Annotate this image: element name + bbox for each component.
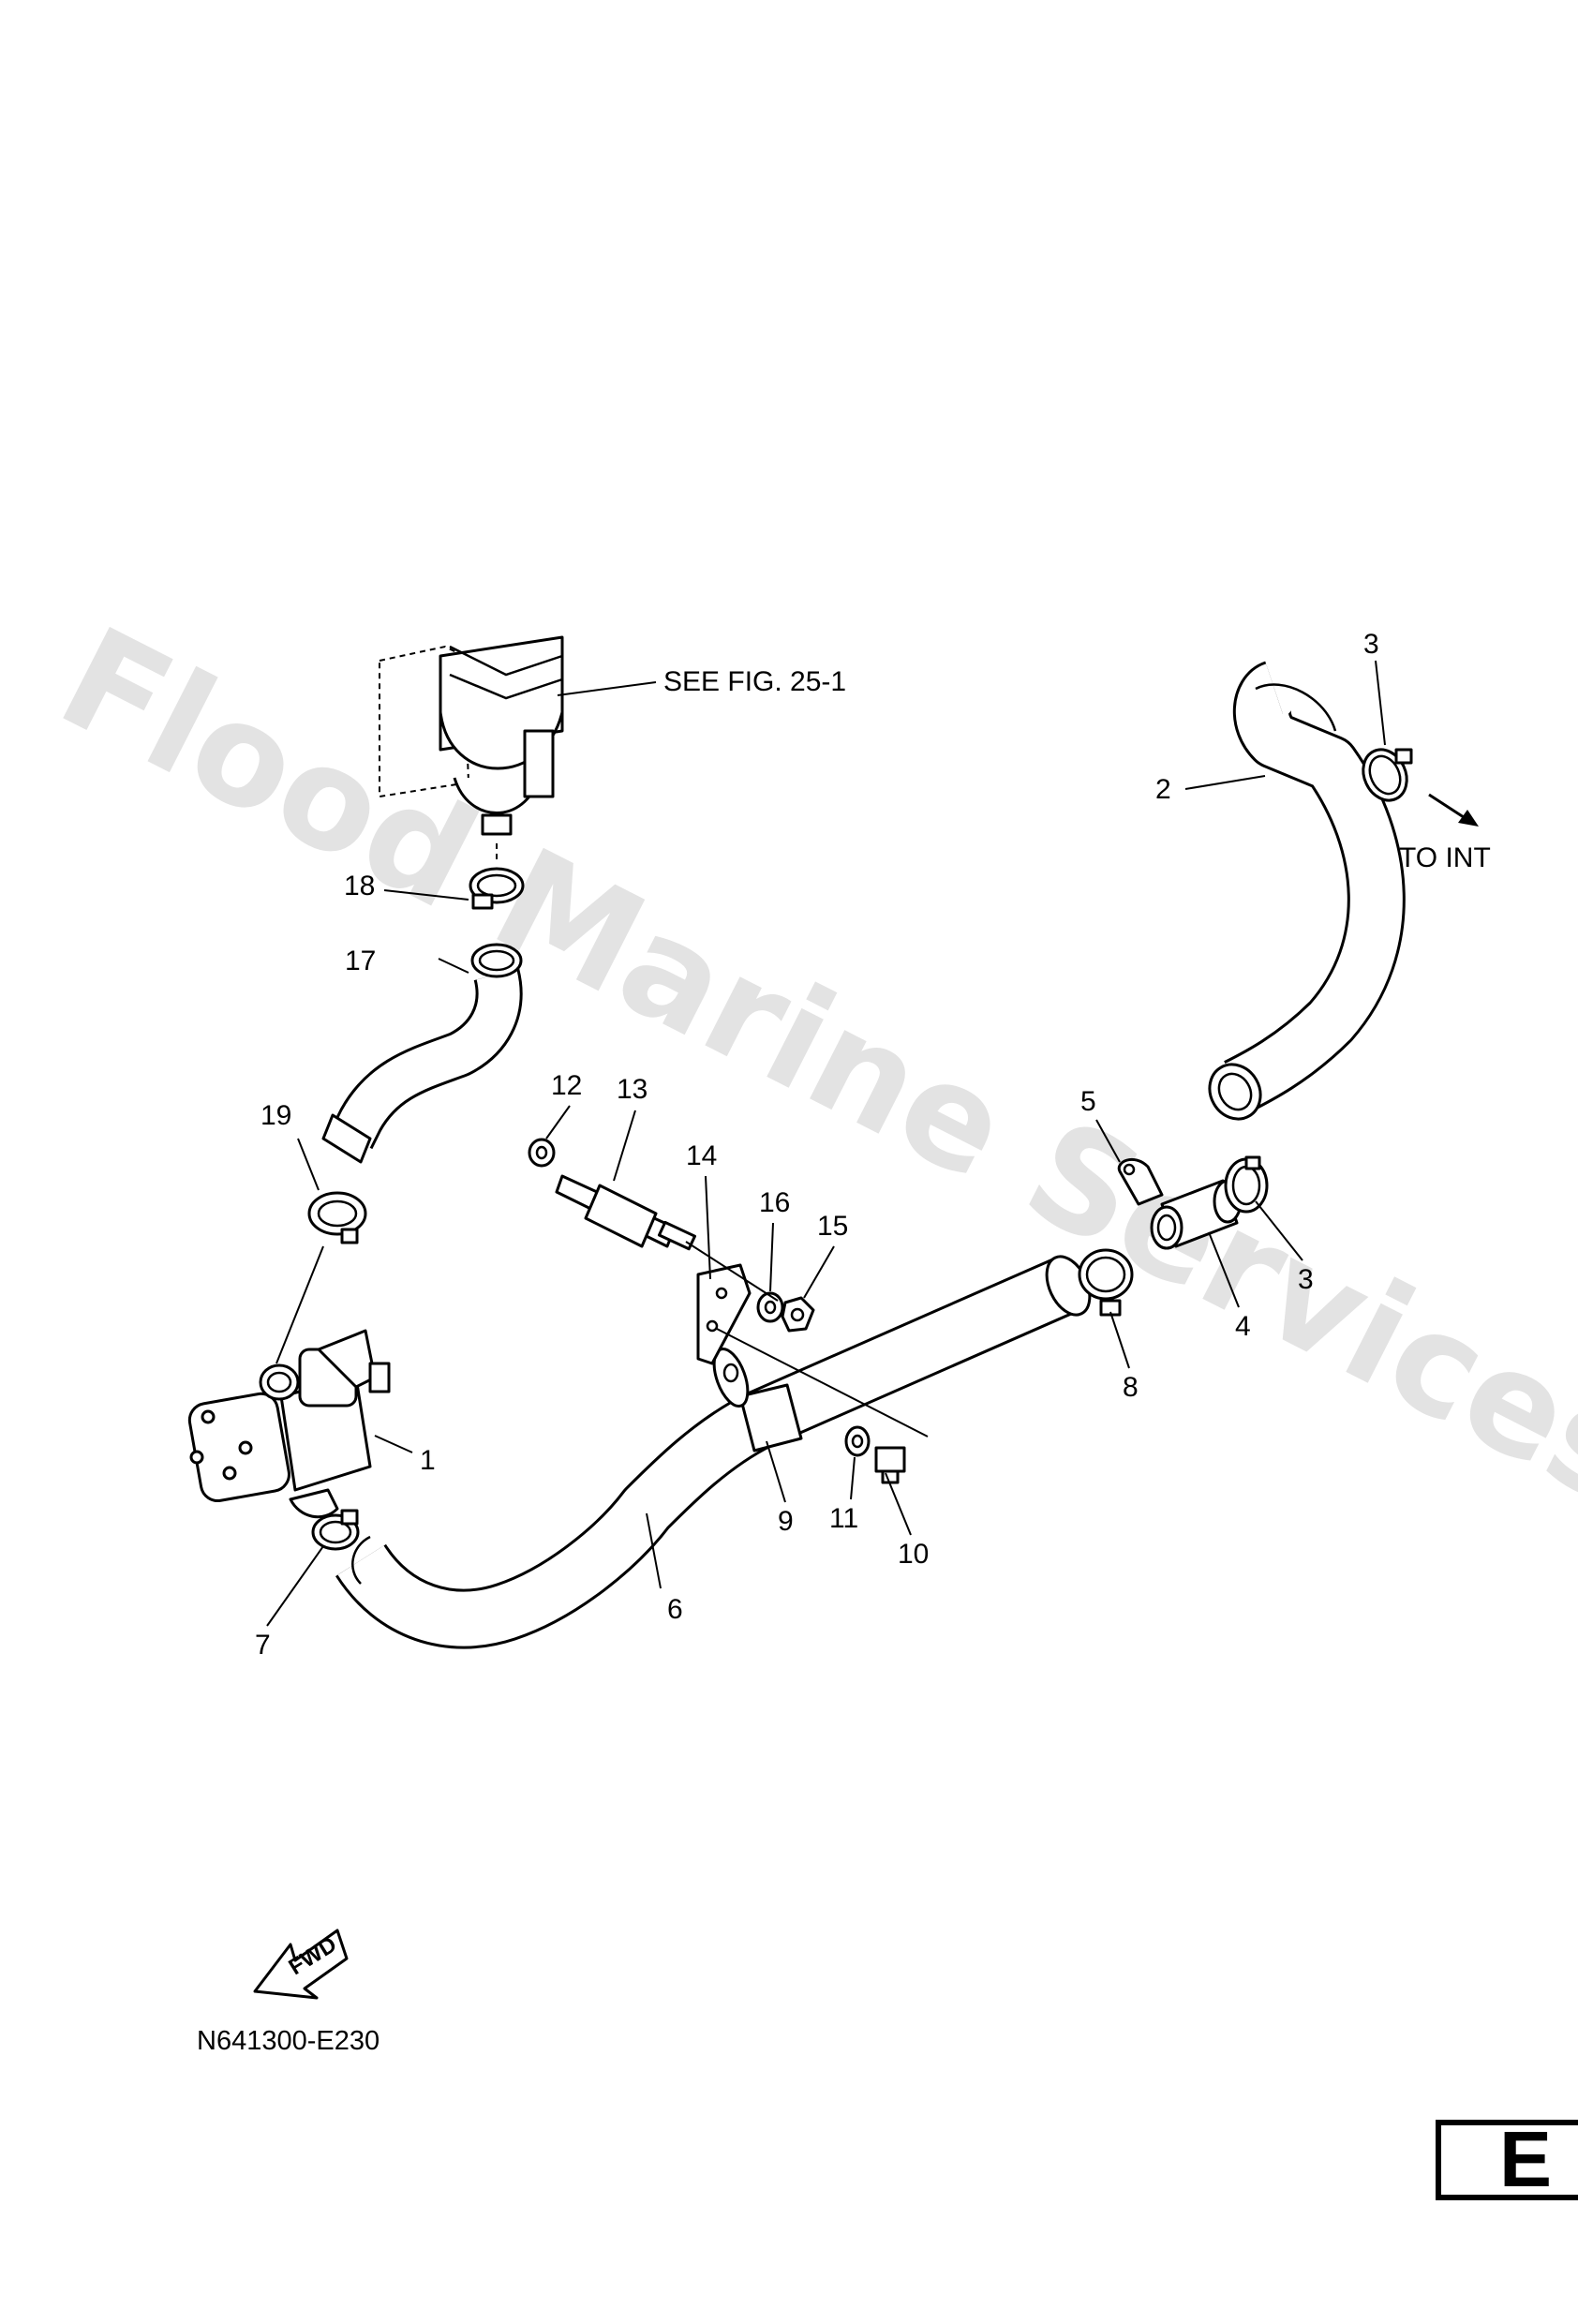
hose-clamp-18 bbox=[469, 867, 525, 910]
callout-10: 10 bbox=[898, 1539, 929, 1570]
assembly-line bbox=[716, 1328, 929, 1438]
hose-17 bbox=[321, 943, 523, 1164]
bolt-10 bbox=[874, 1446, 906, 1484]
hose-clamp-19 bbox=[307, 1191, 367, 1244]
fwd-arrow-icon: FWD bbox=[253, 1929, 349, 2000]
callout-15: 15 bbox=[817, 1211, 848, 1242]
callout-1: 1 bbox=[420, 1445, 436, 1476]
bracket-14 bbox=[696, 1263, 752, 1365]
callout-11: 11 bbox=[829, 1503, 858, 1534]
assembly-line bbox=[685, 1241, 779, 1302]
callout-14: 14 bbox=[686, 1140, 717, 1171]
callout-5: 5 bbox=[1080, 1086, 1096, 1117]
callout-3-lower: 3 bbox=[1298, 1264, 1314, 1295]
stud-13 bbox=[555, 1174, 697, 1251]
callout-9: 9 bbox=[778, 1506, 794, 1537]
pressure-regulator bbox=[379, 635, 564, 864]
bracket-5 bbox=[1117, 1157, 1164, 1206]
washer-11 bbox=[844, 1425, 871, 1457]
callout-16: 16 bbox=[759, 1187, 790, 1218]
hose-clamp-3-upper bbox=[1362, 748, 1413, 802]
callout-8: 8 bbox=[1123, 1372, 1139, 1403]
leader-lines bbox=[266, 660, 1386, 1627]
callout-19: 19 bbox=[261, 1100, 291, 1131]
page-marker: E bbox=[1436, 2115, 1578, 2203]
see-fig-note: SEE FIG. 25-1 bbox=[663, 666, 846, 697]
hose-clamp-7 bbox=[311, 1509, 360, 1551]
callout-13: 13 bbox=[617, 1074, 648, 1105]
hose-clamp-8 bbox=[1078, 1248, 1134, 1317]
callout-18: 18 bbox=[344, 871, 375, 901]
to-int-note: TO INT bbox=[1399, 842, 1491, 873]
water-pump-1 bbox=[187, 1329, 391, 1519]
drawing-code: N641300-E230 bbox=[197, 2026, 380, 2056]
callout-3-upper: 3 bbox=[1363, 629, 1379, 660]
washer-12 bbox=[528, 1138, 556, 1168]
callout-12: 12 bbox=[551, 1070, 582, 1101]
hose-clamp-3-lower bbox=[1224, 1155, 1269, 1214]
callout-4: 4 bbox=[1235, 1311, 1251, 1342]
assembly-line bbox=[275, 1245, 324, 1364]
callout-6: 6 bbox=[667, 1594, 683, 1625]
to-int-arrow bbox=[1428, 793, 1479, 827]
callout-17: 17 bbox=[345, 946, 376, 976]
pipe-9 bbox=[712, 1347, 803, 1452]
page-marker-letter: E bbox=[1499, 2115, 1552, 2203]
hose-2 bbox=[1208, 661, 1406, 1121]
nut-15 bbox=[781, 1296, 815, 1333]
callout-7: 7 bbox=[255, 1630, 271, 1661]
washer-16 bbox=[756, 1291, 784, 1323]
callout-2: 2 bbox=[1155, 774, 1171, 805]
